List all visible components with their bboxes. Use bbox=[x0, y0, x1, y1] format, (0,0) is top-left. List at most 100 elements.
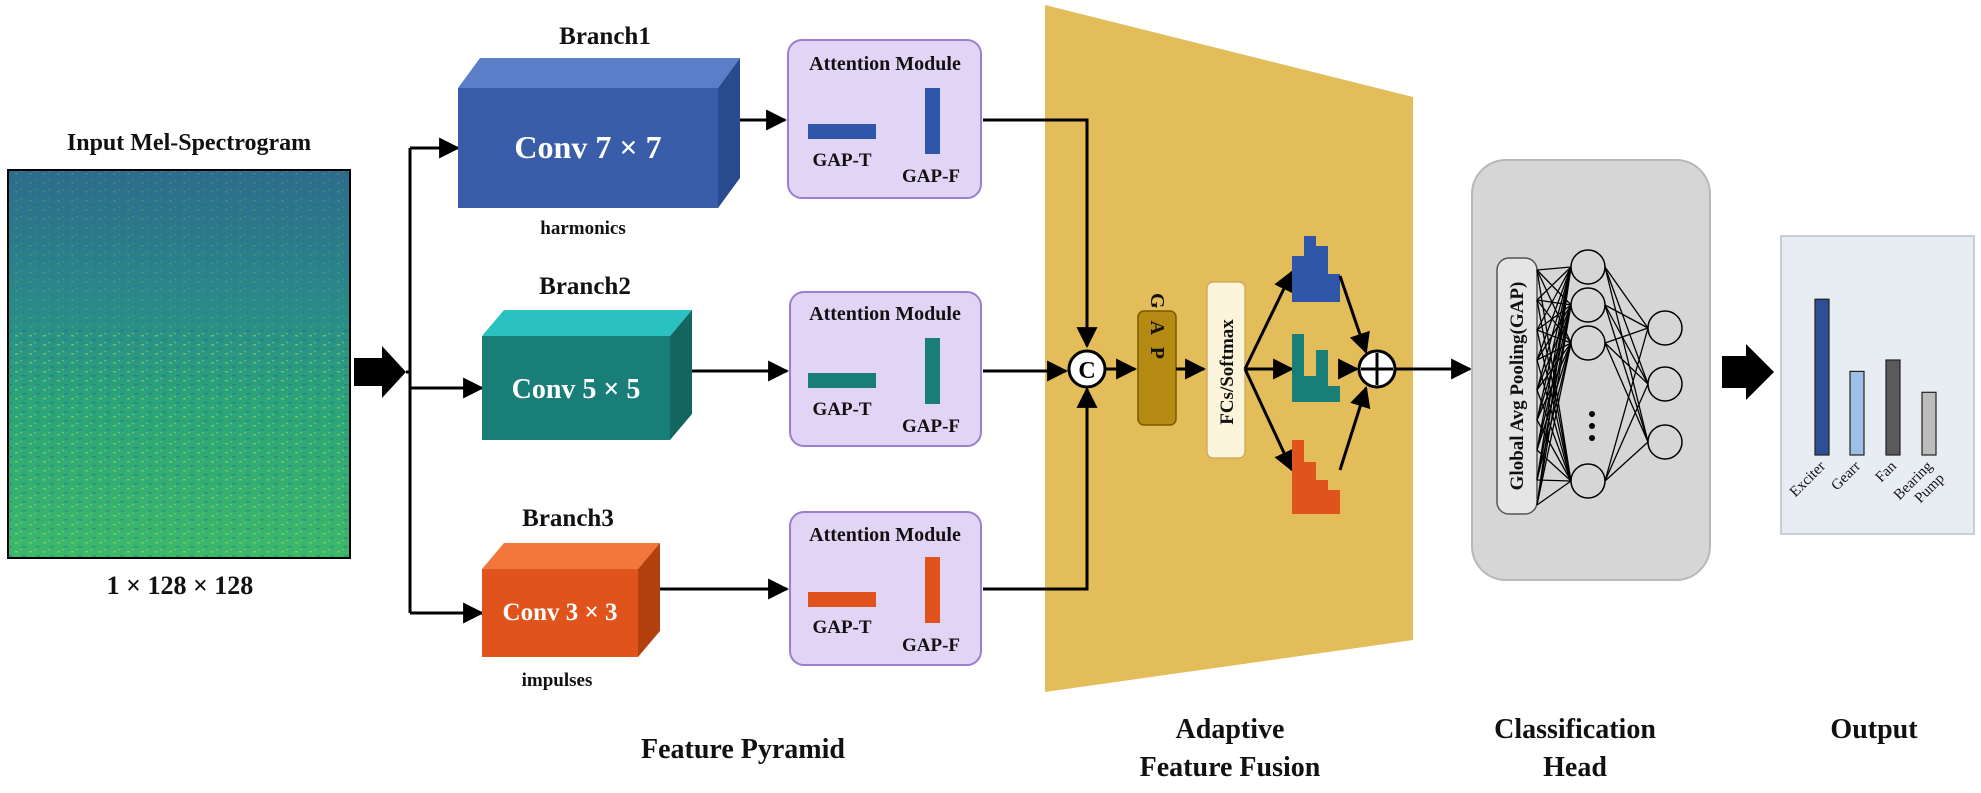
branch1: Branch1 Conv 7 × 7 harmonics Attention M… bbox=[458, 23, 982, 239]
nn-edge bbox=[1604, 342, 1649, 385]
nn-ellipsis-dot bbox=[1589, 423, 1595, 429]
nn-node bbox=[1570, 249, 1606, 285]
input-title: Input Mel-Spectrogram bbox=[67, 130, 311, 156]
nn-edge bbox=[1536, 266, 1572, 301]
nn-edge bbox=[1536, 266, 1572, 331]
nn-edge bbox=[1536, 266, 1572, 271]
neural-network bbox=[1536, 249, 1683, 506]
branch2-title: Branch2 bbox=[539, 273, 631, 300]
nn-edge bbox=[1536, 342, 1572, 361]
branch1-gap-t-label: GAP-T bbox=[812, 150, 871, 171]
input-section: Input Mel-Spectrogram 1 × 128 × 128 bbox=[7, 130, 351, 600]
nn-edge bbox=[1536, 266, 1572, 451]
branch3-title: Branch3 bbox=[522, 505, 614, 532]
fc-split-arrows bbox=[1243, 270, 1295, 472]
nn-ellipsis-dot bbox=[1589, 411, 1595, 417]
branch1-gap-f-label: GAP-F bbox=[902, 166, 960, 187]
nn-edge bbox=[1536, 342, 1572, 481]
output-chart-panel bbox=[1780, 235, 1975, 535]
output-bar-0 bbox=[1814, 298, 1830, 456]
fc-softmax-label: FCs/Softmax bbox=[1217, 319, 1238, 425]
branch2-cube-side bbox=[670, 310, 692, 440]
branch3-gap-t-bar bbox=[808, 592, 876, 607]
nn-edge bbox=[1536, 480, 1572, 506]
branch2-gap-t-bar bbox=[808, 373, 876, 388]
branch1-title: Branch1 bbox=[559, 23, 651, 50]
branch2-conv-label: Conv 5 × 5 bbox=[512, 374, 641, 405]
nn-edge bbox=[1536, 304, 1572, 481]
nn-edge bbox=[1536, 266, 1572, 421]
nn-edge bbox=[1536, 389, 1572, 482]
nn-edge bbox=[1536, 266, 1572, 391]
head-gap-label: Global Avg Pooling(GAP) bbox=[1507, 282, 1528, 491]
nn-node bbox=[1570, 287, 1606, 323]
branch3: Branch3 Conv 3 × 3 impulses Attention Mo… bbox=[482, 505, 982, 691]
branch3-gap-f-label: GAP-F bbox=[902, 635, 960, 656]
nn-node bbox=[1570, 325, 1606, 361]
branch2-gap-f-bar bbox=[925, 338, 940, 404]
branch2-gap-f-label: GAP-F bbox=[902, 416, 960, 437]
nn-node bbox=[1647, 366, 1683, 402]
nn-edge bbox=[1604, 342, 1649, 443]
branch2-attention-module bbox=[789, 291, 982, 447]
nn-edge bbox=[1604, 327, 1649, 482]
section-output: Output bbox=[1830, 714, 1918, 745]
branch3-gap-t-label: GAP-T bbox=[812, 617, 871, 638]
nn-node bbox=[1570, 463, 1606, 499]
nn-edge bbox=[1536, 304, 1572, 361]
nn-node bbox=[1647, 424, 1683, 460]
nn-edge bbox=[1536, 304, 1572, 391]
input-shape: 1 × 128 × 128 bbox=[107, 571, 254, 600]
concat-node: C bbox=[1067, 349, 1107, 389]
branch3-attention-title: Attention Module bbox=[809, 524, 961, 546]
nn-edge bbox=[1604, 383, 1649, 482]
branch1-gap-f-bar bbox=[925, 88, 940, 154]
spectrogram-texture bbox=[8, 330, 350, 558]
nn-edge bbox=[1604, 327, 1649, 344]
sum-node bbox=[1357, 349, 1397, 389]
branch-splitter bbox=[406, 137, 485, 624]
output-bar-3 bbox=[1921, 391, 1937, 456]
branch1-cube-top bbox=[458, 58, 740, 88]
nn-edge bbox=[1604, 266, 1649, 443]
nn-edge bbox=[1604, 304, 1649, 329]
nn-edge bbox=[1536, 342, 1572, 506]
nn-edge bbox=[1536, 342, 1572, 391]
output-block-arrow bbox=[1722, 344, 1774, 400]
section-head-line2: Head bbox=[1543, 752, 1607, 783]
nn-edge bbox=[1604, 304, 1649, 443]
input-block-arrow bbox=[354, 346, 406, 398]
weight-histogram-teal bbox=[1292, 334, 1340, 402]
branch3-conv-block bbox=[482, 569, 638, 657]
histogram-to-sum-arrows bbox=[1338, 275, 1371, 471]
nn-edge bbox=[1536, 342, 1572, 451]
nn-edge bbox=[1604, 304, 1649, 385]
nn-edge bbox=[1604, 441, 1649, 482]
branch1-attention-module bbox=[787, 39, 982, 199]
section-fusion-line2: Feature Fusion bbox=[1140, 752, 1321, 783]
spectrogram-texture-top bbox=[8, 170, 350, 330]
section-fusion-line1: Adaptive bbox=[1176, 714, 1285, 745]
nn-edge bbox=[1536, 304, 1572, 421]
nn-edge bbox=[1536, 359, 1572, 482]
branch1-conv-label: Conv 7 × 7 bbox=[514, 129, 661, 165]
branch3-attention-module bbox=[789, 511, 982, 666]
head-gap-box bbox=[1496, 257, 1538, 515]
branch3-cube-side bbox=[638, 543, 660, 657]
branch3-conv-label: Conv 3 × 3 bbox=[503, 599, 618, 626]
fusion-gap-block: G A P bbox=[1137, 293, 1177, 426]
branch1-gap-t-bar bbox=[808, 124, 876, 139]
branch2-cube-top bbox=[482, 310, 692, 336]
branch1-attention-title: Attention Module bbox=[809, 53, 961, 75]
output-bar-2 bbox=[1885, 359, 1901, 456]
nn-ellipsis-dot bbox=[1589, 435, 1595, 441]
branch2-gap-t-label: GAP-T bbox=[812, 399, 871, 420]
branch3-caption: impulses bbox=[522, 670, 593, 691]
attention-to-concat-lines bbox=[983, 118, 1098, 591]
branch1-cube-side bbox=[718, 58, 740, 208]
nn-edge bbox=[1604, 266, 1649, 329]
branch1-conv-block bbox=[458, 88, 718, 208]
nn-edge bbox=[1536, 266, 1572, 361]
